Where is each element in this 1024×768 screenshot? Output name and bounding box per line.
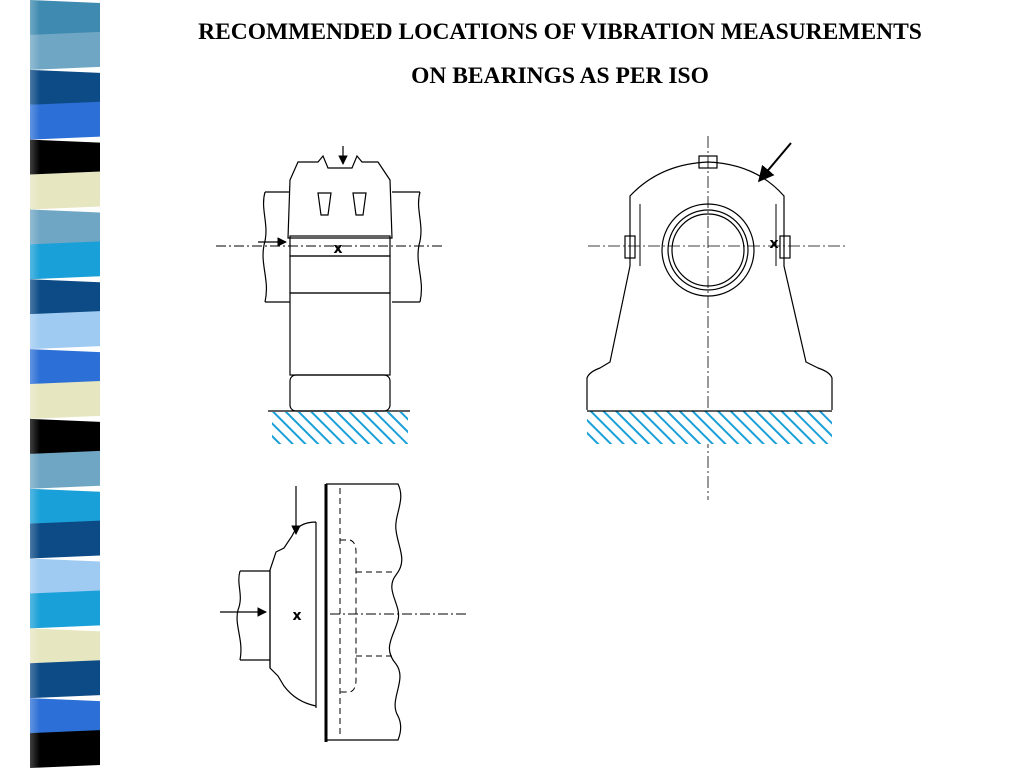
stripe-block [30, 660, 100, 699]
stripe-block [30, 31, 100, 70]
stripe-block [30, 209, 100, 248]
stripe-block [30, 311, 100, 350]
stripe-block [30, 590, 100, 629]
front-view-drawing: x [586, 136, 845, 500]
stripe-block [30, 698, 100, 737]
stripe-block [30, 101, 100, 140]
slide-title: RECOMMENDED LOCATIONS OF VIBRATION MEASU… [100, 10, 1020, 98]
stripe-block [30, 171, 100, 210]
stripe-block [30, 241, 100, 280]
flange-bearing-drawing: x [220, 483, 468, 742]
stripe-block [30, 0, 100, 38]
decorative-stripe [0, 0, 100, 768]
stripe-block [30, 139, 100, 178]
stripe-block [30, 628, 100, 667]
stripe-block [30, 69, 100, 108]
stripe-block [30, 488, 100, 527]
side-view-drawing: x [216, 146, 442, 412]
svg-text:x: x [333, 241, 342, 257]
stripe-block [30, 520, 100, 559]
svg-text:x: x [769, 236, 778, 252]
svg-text:x: x [292, 608, 301, 624]
stripe-block [30, 279, 100, 318]
stripe-block [30, 381, 100, 419]
stripe-block [30, 558, 100, 597]
stripe-block [30, 418, 100, 457]
title-line-1: RECOMMENDED LOCATIONS OF VIBRATION MEASU… [198, 19, 922, 45]
ground-hatch-right [587, 411, 832, 444]
stripe-block [30, 730, 100, 768]
title-line-2: ON BEARINGS AS PER ISO [411, 63, 709, 89]
stripe-block [30, 450, 100, 489]
stripe-block [30, 349, 100, 387]
ground-hatch-left [272, 412, 408, 444]
